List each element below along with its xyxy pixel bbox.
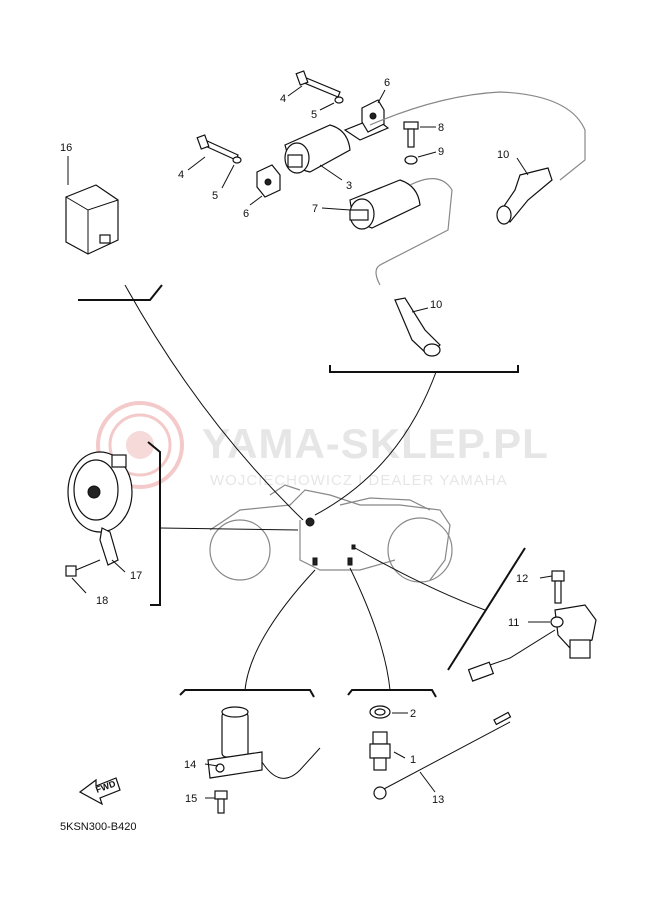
bolt-4-upper <box>295 70 341 98</box>
washer-5-upper <box>334 96 344 104</box>
callout-label: 5 <box>212 190 218 202</box>
callout-label: 16 <box>60 142 72 154</box>
forward-arrow-icon: FWD <box>78 777 121 806</box>
callout-label: 13 <box>432 794 444 806</box>
spark-plug-cap-10-upper <box>369 91 586 225</box>
washer-5-lower <box>232 156 242 164</box>
nut-6-lower <box>256 164 281 198</box>
motorcycle-outline <box>209 484 453 583</box>
watermark: YAMA-SKLEP.PL WOJCIECHOWICZ I DEALER YAM… <box>96 401 549 489</box>
callout-label: 3 <box>346 180 352 192</box>
callout-label: 15 <box>185 793 197 805</box>
callout-label: 14 <box>184 759 196 771</box>
relay-unit-16 <box>65 184 119 255</box>
callout-label: 12 <box>516 573 528 585</box>
callout-label: 18 <box>96 595 108 607</box>
callout-label: 10 <box>497 149 509 161</box>
switch-1 <box>369 731 391 771</box>
bolt-8 <box>403 121 419 148</box>
callout-label: 6 <box>384 77 390 89</box>
callout-label: 7 <box>312 203 318 215</box>
callout-label: 1 <box>410 754 416 766</box>
washer-9 <box>404 155 418 165</box>
callout-label: 8 <box>438 122 444 134</box>
spark-plug-cap-10-lower <box>394 297 441 357</box>
callouts: 4 5 6 8 9 10 16 4 5 6 3 7 10 17 18 12 11… <box>60 77 553 806</box>
callout-label: 9 <box>438 146 444 158</box>
nut-6-upper <box>361 99 385 133</box>
lead-13 <box>373 711 512 800</box>
horn-17 <box>67 451 133 566</box>
callout-label: 4 <box>178 169 184 181</box>
callout-label: 4 <box>280 93 286 105</box>
bolt-18 <box>65 559 101 577</box>
callout-label: 10 <box>430 299 442 311</box>
callout-label: 6 <box>243 208 249 220</box>
watermark-subtitle: WOJCIECHOWICZ I DEALER YAMAHA <box>210 472 508 489</box>
callout-label: 2 <box>410 708 416 720</box>
diagram-code: 5KSN300-B420 <box>60 821 136 833</box>
watermark-title: YAMA-SKLEP.PL <box>202 420 549 467</box>
callout-label: 11 <box>508 617 519 629</box>
bolt-15 <box>214 790 228 814</box>
callout-label: 17 <box>130 570 142 582</box>
watermark-logo <box>96 401 184 489</box>
bolt-4-lower <box>196 134 239 161</box>
sensor-14 <box>207 706 321 779</box>
group-brackets <box>78 284 526 698</box>
gasket-2 <box>369 705 391 719</box>
ignition-coil-7 <box>349 178 453 286</box>
bolt-12 <box>551 570 565 604</box>
speed-sensor-11 <box>467 604 597 682</box>
callout-label: 5 <box>311 109 317 121</box>
